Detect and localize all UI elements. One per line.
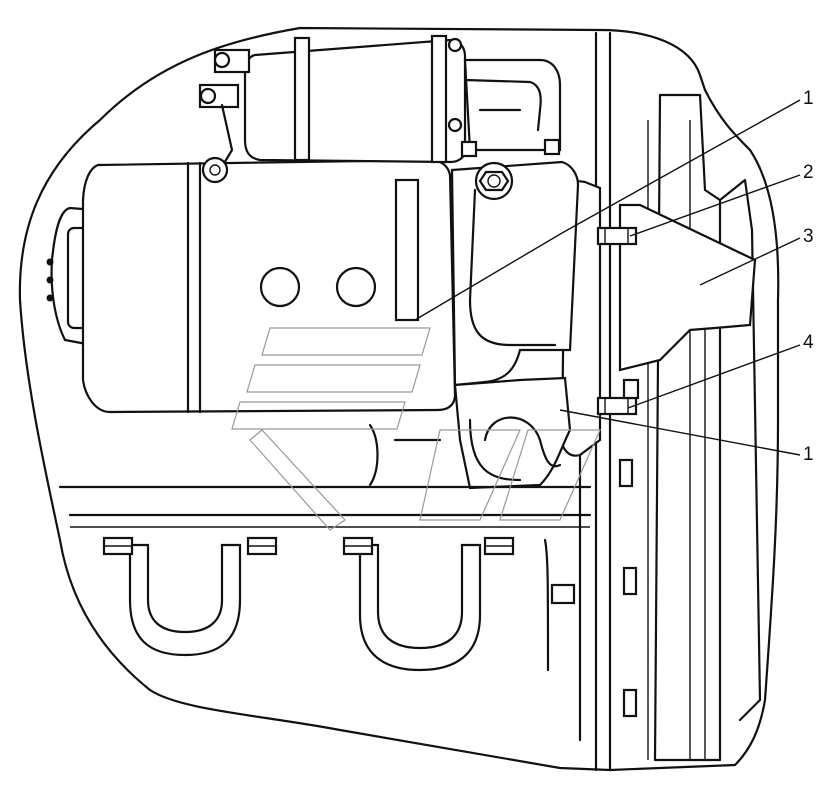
- callout-3: 3: [803, 226, 814, 247]
- bolt-4: [596, 378, 640, 416]
- callout-4: 4: [803, 332, 814, 353]
- starter-motor: [46, 158, 580, 490]
- callout-1-top: 1: [803, 88, 814, 109]
- leader-lines: [414, 99, 801, 456]
- bracket-3: [618, 203, 757, 372]
- callout-2: 2: [803, 162, 814, 183]
- bolt-2: [596, 226, 638, 246]
- engine-block: [58, 423, 638, 742]
- callout-1-bottom: 1: [803, 444, 814, 465]
- callout-labels: 1 2 3 4 1: [803, 88, 814, 465]
- outer-boundary: [18, 26, 780, 772]
- solenoid: [198, 34, 562, 184]
- watermark-logo: [231, 327, 601, 531]
